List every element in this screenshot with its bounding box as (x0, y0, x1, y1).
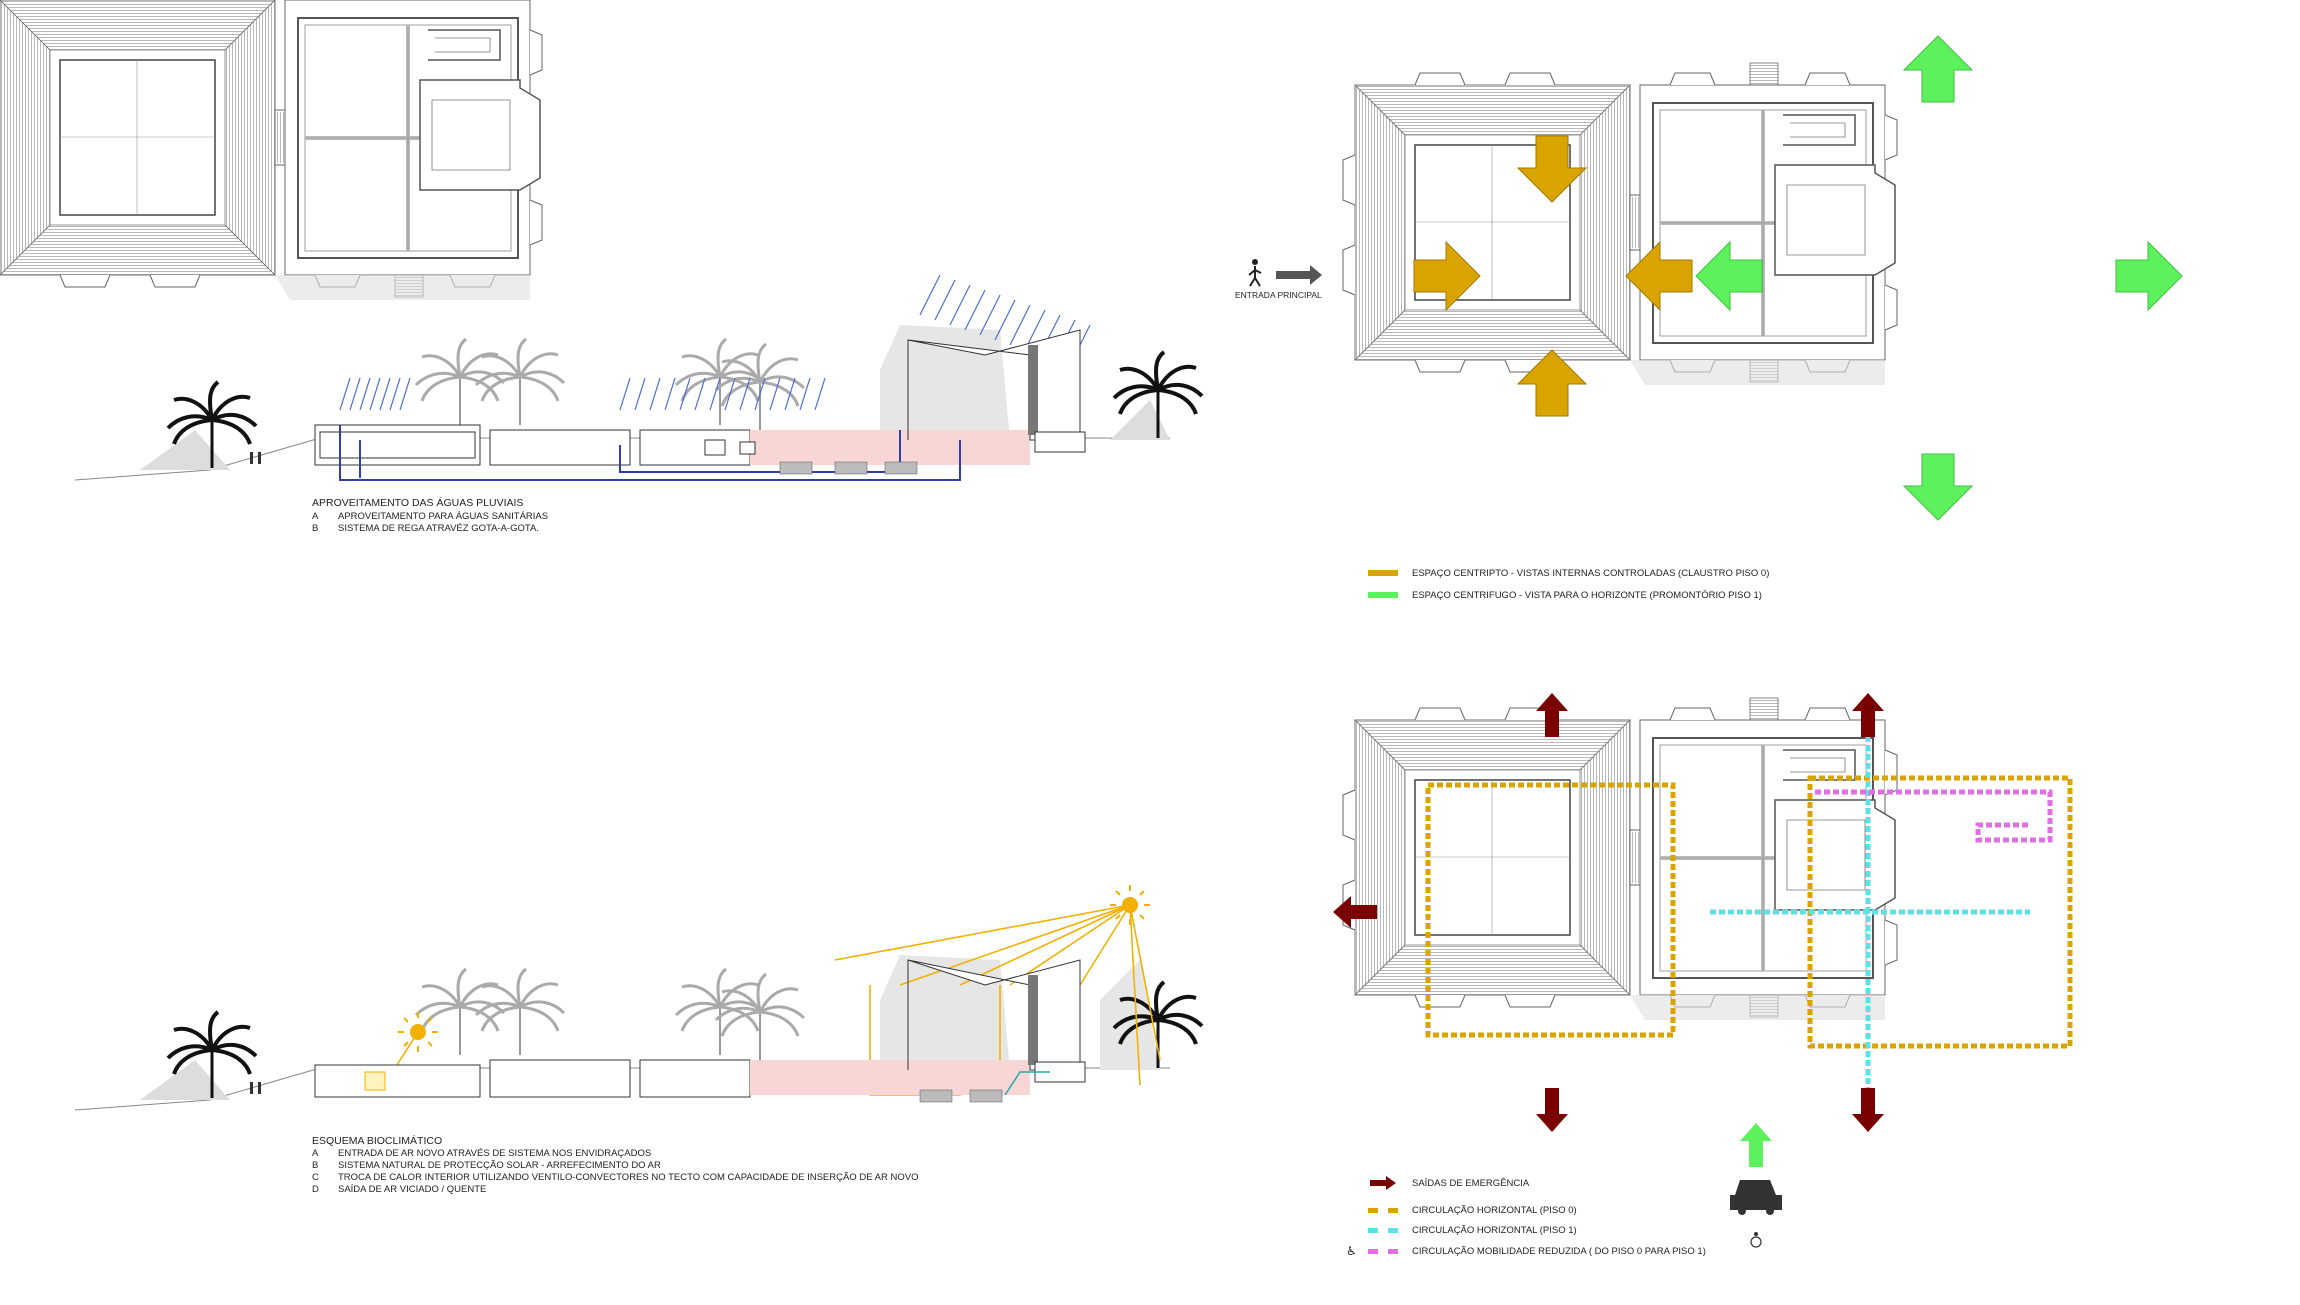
rain-item-b-text: SISTEMA DE REGA ATRAVÉZ GOTA-A-GOTA. (338, 523, 539, 534)
bio-item-a: A ENTRADA DE AR NOVO ATRAVÉS DE SISTEMA N… (312, 1148, 651, 1159)
parking-arrow (1740, 1123, 1772, 1167)
legend-floor0-swatch (1368, 1207, 1398, 1213)
bio-item-c-text: TROCA DE CALOR INTERIOR UTILIZANDO VENTI… (338, 1172, 919, 1183)
car-icon (1730, 1180, 1782, 1215)
bio-item-b-text: SISTEMA NATURAL DE PROTECÇÃO SOLAR - ARR… (338, 1160, 661, 1171)
rain-item-b-key: B (312, 523, 319, 534)
legend-centrifugal-label: ESPAÇO CENTRIFUGO - VISTA PARA O HORIZON… (1412, 589, 1762, 601)
legend-emergency-label: SAÍDAS DE EMERGÊNCIA (1412, 1177, 1530, 1189)
section-rainwater (74, 274, 1204, 481)
bio-item-a-text: ENTRADA DE AR NOVO ATRAVÉS DE SISTEMA NO… (338, 1148, 652, 1159)
bio-section-title: ESQUEMA BIOCLIMÁTICO (312, 1135, 443, 1147)
legend-centrifugal: ESPAÇO CENTRIFUGO - VISTA PARA O HORIZON… (1368, 587, 1762, 603)
legend-reduced-mobility: ♿ CIRCULAÇÃO MOBILIDADE REDUZIDA ( DO PI… (1346, 1243, 1706, 1259)
legend-floor1-label: CIRCULAÇÃO HORIZONTAL (PISO 1) (1412, 1224, 1577, 1236)
circulation-reduced-path (1815, 789, 2053, 843)
legend-reduced-label: CIRCULAÇÃO MOBILIDADE REDUZIDA ( DO PISO… (1412, 1245, 1706, 1257)
rain-item-a: A APROVEITAMENTO PARA ÁGUAS SANITÁRIAS (312, 511, 548, 522)
bio-item-c: C TROCA DE CALOR INTERIOR UTILIZANDO VENT… (312, 1172, 918, 1183)
emergency-arrow-icon (1370, 1176, 1396, 1190)
rain-item-a-key: A (312, 511, 319, 522)
bio-item-d: D SAÍDA DE AR VICIADO / QUENTE (312, 1184, 486, 1195)
legend-reduced-swatch (1368, 1248, 1398, 1254)
wheelchair-icon (1750, 1232, 1762, 1248)
legend-floor1-swatch (1368, 1227, 1398, 1233)
circulation-floor1-path (1710, 700, 2030, 1130)
bio-item-d-key: D (312, 1184, 319, 1195)
bio-item-c-key: C (312, 1172, 319, 1183)
bio-item-b: B SISTEMA NATURAL DE PROTECÇÃO SOLAR - AR… (312, 1160, 661, 1171)
wheelchair-icon: ♿ (1346, 1244, 1357, 1258)
plan-views (1341, 61, 1899, 387)
walking-person-icon (1248, 259, 1262, 287)
legend-centripetal: ESPAÇO CENTRIPTO - VISTAS INTERNAS CONTR… (1368, 565, 1769, 581)
floor-plan-template (0, 0, 543, 300)
legend-floor1: CIRCULAÇÃO HORIZONTAL (PISO 1) (1368, 1222, 1577, 1238)
legend-floor0: CIRCULAÇÃO HORIZONTAL (PISO 0) (1368, 1202, 1577, 1218)
rain-item-b: B SISTEMA DE REGA ATRAVÉZ GOTA-A-GOTA. (312, 523, 539, 534)
rain-section-title: APROVEITAMENTO DAS ÁGUAS PLUVIAIS (312, 497, 524, 509)
entrance-label: ENTRADA PRINCIPAL (1235, 290, 1322, 300)
entrance-arrow (1276, 265, 1322, 285)
section-bioclimatic (74, 884, 1204, 1111)
legend-floor0-label: CIRCULAÇÃO HORIZONTAL (PISO 0) (1412, 1204, 1577, 1216)
legend-centripetal-label: ESPAÇO CENTRIPTO - VISTAS INTERNAS CONTR… (1412, 567, 1770, 579)
bio-item-d-text: SAÍDA DE AR VICIADO / QUENTE (338, 1184, 487, 1195)
legend-emergency: SAÍDAS DE EMERGÊNCIA (1368, 1175, 1529, 1191)
bio-item-a-key: A (312, 1148, 319, 1159)
rain-item-a-text: APROVEITAMENTO PARA ÁGUAS SANITÁRIAS (338, 511, 549, 522)
legend-centrifugal-swatch (1368, 592, 1398, 598)
legend-centripetal-swatch (1368, 570, 1398, 576)
bio-item-b-key: B (312, 1160, 319, 1171)
